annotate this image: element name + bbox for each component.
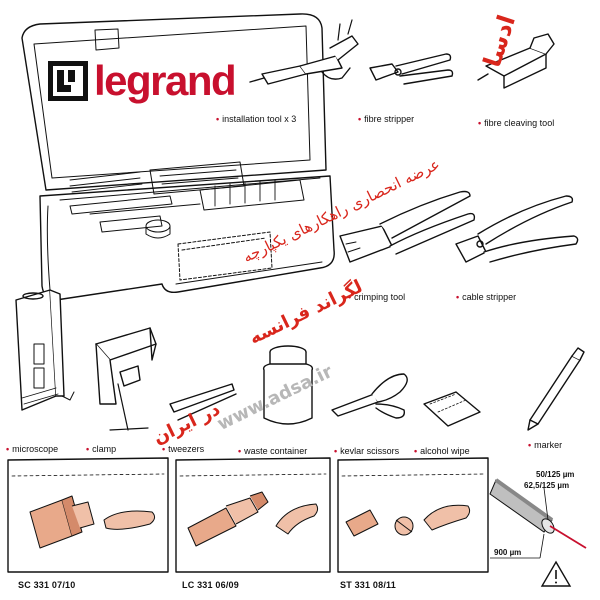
lc-connector-art (187, 491, 319, 547)
kevlar-scissors-art (331, 373, 408, 419)
fibre-buffer-dim: 900 µm (494, 548, 522, 557)
label-crimping-tool: •crimping tool (348, 292, 406, 302)
label-tweezers: •tweezers (162, 444, 205, 454)
fibre-cable-art (489, 478, 587, 559)
tweezers-art (169, 383, 237, 421)
bag-ref-st: ST 331 08/11 (340, 580, 396, 590)
fibre-stripper-art (369, 53, 454, 85)
label-waste-container: •waste container (238, 446, 308, 456)
legrand-wordmark: legrand (94, 57, 237, 104)
label-microscope: •microscope (6, 444, 59, 454)
cable-stripper-art (455, 195, 579, 263)
label-marker: •marker (528, 440, 563, 450)
label-cable-stripper: •cable stripper (456, 292, 517, 302)
microscope-art (15, 289, 75, 411)
label-installation-tool: •installation tool x 3 (216, 114, 297, 124)
legrand-logo-mark (48, 61, 88, 101)
sc-connector-art (29, 495, 156, 549)
tool-case (21, 13, 335, 301)
bag-ref-sc: SC 331 07/10 (18, 580, 76, 590)
installation-tool-art (249, 19, 359, 85)
fibre-dim-2: 62,5/125 µm (524, 481, 570, 490)
legrand-logo: legrand (48, 57, 237, 105)
label-alcohol-wipe: •alcohol wipe (414, 446, 470, 456)
warning-icon (540, 560, 572, 587)
waste-container-art (262, 345, 314, 425)
crimping-tool-art (339, 190, 476, 263)
marker-art (527, 347, 585, 431)
label-fibre-cleaving-tool: •fibre cleaving tool (478, 118, 555, 128)
label-kevlar-scissors: •kevlar scissors (334, 446, 400, 456)
label-fibre-stripper: •fibre stripper (358, 114, 415, 124)
alcohol-wipe-art (423, 391, 481, 427)
clamp-art (95, 327, 157, 431)
label-clamp: •clamp (86, 444, 117, 454)
bag-ref-lc: LC 331 06/09 (182, 580, 239, 590)
fibre-cleaving-tool-art (477, 33, 555, 89)
st-connector-art (345, 504, 471, 537)
fibre-dim-1: 50/125 µm (536, 470, 575, 479)
